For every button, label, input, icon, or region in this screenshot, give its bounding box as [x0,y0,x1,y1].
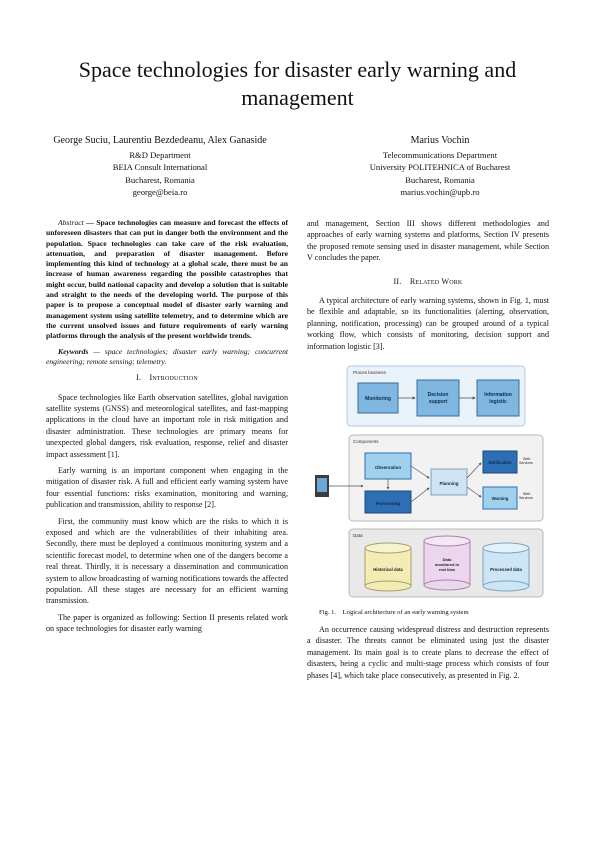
figure-caption: Fig. 1. Logical architecture of an early… [319,609,469,617]
planning-box [430,468,468,496]
author-names: Marius Vochin [410,135,470,146]
monitoring-label: Monitoring [365,396,391,402]
notification-box [482,450,518,474]
paragraph: A typical architecture of early warning … [307,296,549,351]
paragraph: Space technologies like Earth observatio… [46,392,288,459]
paragraph: and management, Section III shows differ… [307,219,549,263]
data-label: Data [353,533,363,538]
historical-data-cylinder [364,542,412,592]
author-dept: Telecommunications Department [382,150,498,160]
author-names: George Suciu, Laurentiu Bezdedeanu, Alex… [53,135,267,146]
processed-data-cylinder [482,542,530,592]
paragraph: First, the community must know which are… [46,516,288,606]
abstract-text: — Space technologies can measure and for… [46,218,288,341]
realtime-data-cylinder [423,535,471,591]
section-heading-introduction: I. Introduction [136,373,198,383]
abstract: Abstract — Space technologies can measur… [46,218,288,342]
components-label: Components [353,439,379,444]
processing-label: Processing [376,501,401,506]
author-email: george@beia.ro [132,186,188,197]
author-block-left: George Suciu, Laurentiu Bezdedeanu, Alex… [30,134,290,198]
keywords-text: — space technologies; disaster early war… [46,346,288,366]
information-logistic-box [476,379,520,417]
paragraph: The paper is organized as following: Sec… [46,612,288,634]
author-org: University POLITEHNICA of Bucharest [369,162,511,173]
section-heading-related-work: II. Related Work [393,276,463,286]
paragraph: Early warning is an important component … [46,466,288,510]
decision-support-box [416,379,460,417]
warning-box [482,486,518,510]
keywords: Keywords — space technologies; disaster … [46,347,288,368]
historical-data-label: Historical data [373,567,403,572]
author-dept: R&D Department [129,150,191,160]
observation-label: Observation [375,465,402,470]
abstract-label: Abstract [58,218,84,227]
process-business-label: Proces business [353,370,387,375]
author-email: marius.vochin@upb.ro [400,186,480,197]
processed-data-label: Processed data [490,567,522,572]
author-city: Bucharest, Romania [125,174,195,185]
monitoring-box [357,382,399,414]
warning-label: Warning [492,496,509,501]
notification-label: Notification [488,460,511,465]
right-column: and management, Section III shows differ… [307,218,549,686]
author-org: BEIA Consult International [112,162,208,173]
page-title: Space technologies for disaster early wa… [78,57,517,110]
left-column: Abstract — Space technologies can measur… [46,218,288,640]
paragraph: An occurrence causing widespread distres… [307,624,549,680]
keywords-label: Keywords [58,346,89,356]
author-city: Bucharest, Romania [405,174,475,185]
author-block-right: Marius Vochin Telecommunications Departm… [315,134,565,198]
planning-label: Planning [440,481,459,486]
